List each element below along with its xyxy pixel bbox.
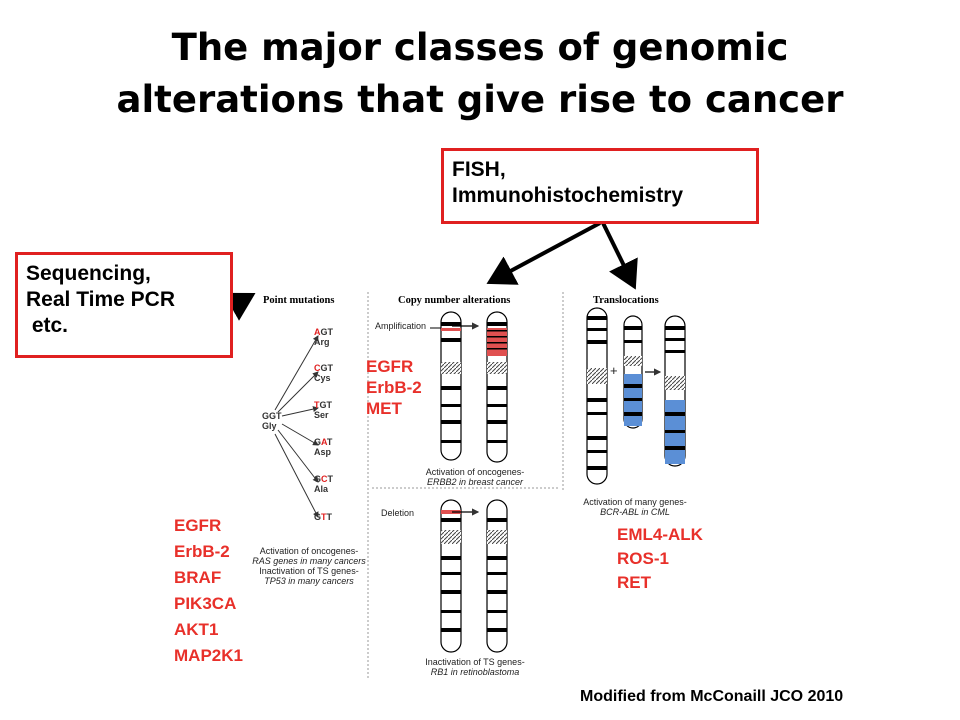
sequencing-line-3: etc. <box>26 314 69 337</box>
origin-codon-seq: GGT <box>262 411 282 421</box>
chromosome-trans-large <box>586 307 608 485</box>
copy-caption-bottom-2: RB1 in retinoblastoma <box>430 667 520 677</box>
copy-caption-top-2: ERBB2 in breast cancer <box>426 477 524 487</box>
gene-list-copy: EGFR ErbB-2 MET <box>366 356 422 419</box>
arrow-fish-to-copy <box>486 221 601 285</box>
amplification-label: Amplification <box>375 321 427 331</box>
origin-codon: GGT Gly <box>262 411 282 431</box>
chromosome-trans-blue <box>623 315 643 429</box>
trans-caption-1: Activation of many genes- <box>583 497 687 507</box>
codon-6: GTT <box>314 512 332 522</box>
slide-title: The major classes of genomic alterations… <box>0 22 960 126</box>
codon-3: TGT Ser <box>314 400 332 420</box>
chromosome-normal-bottom <box>440 499 462 653</box>
fish-box: FISH, Immunohistochemistry <box>441 148 759 224</box>
gene-copy-1: EGFR <box>366 357 414 376</box>
gene-point-1: EGFR <box>174 516 222 535</box>
chromosome-deleted <box>486 499 508 653</box>
codon-4-aa: Asp <box>314 447 332 457</box>
codon-4-pre: G <box>314 437 322 447</box>
point-mutation-arrows <box>274 335 319 518</box>
chromosome-amplified <box>486 311 508 463</box>
gene-point-5: AKT1 <box>174 620 219 639</box>
sequencing-box: Sequencing, Real Time PCR etc. <box>15 252 233 358</box>
codon-4-rest: T <box>326 437 333 447</box>
gene-list-point: EGFR ErbB-2 BRAF PIK3CA AKT1 MAP2K1 <box>174 513 243 669</box>
codon-3-rest: GT <box>319 400 333 410</box>
gene-point-3: BRAF <box>174 568 222 587</box>
codon-2-mut: C <box>314 363 321 373</box>
codon-1-mut: A <box>314 327 321 337</box>
codon-6-mut: T <box>321 512 327 522</box>
point-caption-3: Inactivation of TS genes- <box>259 566 359 576</box>
point-caption-4: TP53 in many cancers <box>264 576 354 586</box>
codon-5-aa: Ala <box>314 484 329 494</box>
source-credit: Modified from McConaill JCO 2010 <box>580 688 844 705</box>
codon-1: AGT Arg <box>314 327 333 347</box>
chromosome-trans-result <box>664 315 686 467</box>
codon-5-pre: G <box>314 474 322 484</box>
sequencing-line-2: Real Time PCR <box>26 288 175 311</box>
codon-1-rest: GT <box>320 327 334 337</box>
chromosome-normal-top <box>440 311 462 461</box>
translocation-plus: + <box>610 363 618 378</box>
codon-4: GAT Asp <box>314 437 332 457</box>
gene-trans-2: ROS-1 <box>617 549 669 568</box>
gene-list-trans: EML4-ALK ROS-1 RET <box>617 523 703 595</box>
codon-3-mut: T <box>314 400 320 410</box>
copy-caption-top-1: Activation of oncogenes- <box>425 467 525 477</box>
deletion-label: Deletion <box>381 508 415 518</box>
gene-copy-2: ErbB-2 <box>366 378 422 397</box>
copy-caption-bottom-1: Inactivation of TS genes- <box>425 657 525 667</box>
codon-4-mut: A <box>321 437 327 447</box>
point-caption-1: Activation of oncogenes- <box>259 546 359 556</box>
header-copy-number: Copy number alterations <box>398 295 511 306</box>
sequencing-line-1: Sequencing, <box>26 262 151 285</box>
gene-point-6: MAP2K1 <box>174 646 243 665</box>
codon-5-rest: T <box>327 474 334 484</box>
codon-1-aa: Arg <box>314 337 330 347</box>
trans-caption-2: BCR-ABL in CML <box>600 507 670 517</box>
point-caption-2: RAS genes in many cancers <box>252 556 366 566</box>
gene-trans-1: EML4-ALK <box>617 525 703 544</box>
arrow-fish-to-trans <box>601 222 638 290</box>
gene-copy-3: MET <box>366 399 402 418</box>
header-translocations: Translocations <box>593 295 659 306</box>
codon-2: CGT Cys <box>314 363 333 383</box>
copy-caption-bottom: Inactivation of TS genes- RB1 in retinob… <box>400 657 550 677</box>
fish-line-1: FISH, <box>452 158 506 181</box>
copy-caption-top: Activation of oncogenes- ERBB2 in breast… <box>400 467 550 487</box>
point-caption: Activation of oncogenes- RAS genes in ma… <box>248 546 370 586</box>
codon-6-rest: T <box>326 512 333 522</box>
title-line-1: The major classes of genomic <box>171 26 789 69</box>
header-point-mutations: Point mutations <box>263 295 335 306</box>
fish-line-2: Immunohistochemistry <box>452 184 684 207</box>
gene-point-4: PIK3CA <box>174 594 237 613</box>
title-line-2: alterations that give rise to cancer <box>116 78 844 121</box>
codon-5: GCT Ala <box>314 474 333 494</box>
codon-2-aa: Cys <box>314 373 331 383</box>
origin-codon-aa: Gly <box>262 421 277 431</box>
gene-trans-3: RET <box>617 573 651 592</box>
codon-2-rest: GT <box>320 363 334 373</box>
codon-3-aa: Ser <box>314 410 329 420</box>
trans-caption: Activation of many genes- BCR-ABL in CML <box>560 497 710 517</box>
gene-point-2: ErbB-2 <box>174 542 230 561</box>
codon-6-pre: G <box>314 512 322 522</box>
codon-5-mut: C <box>321 474 328 484</box>
